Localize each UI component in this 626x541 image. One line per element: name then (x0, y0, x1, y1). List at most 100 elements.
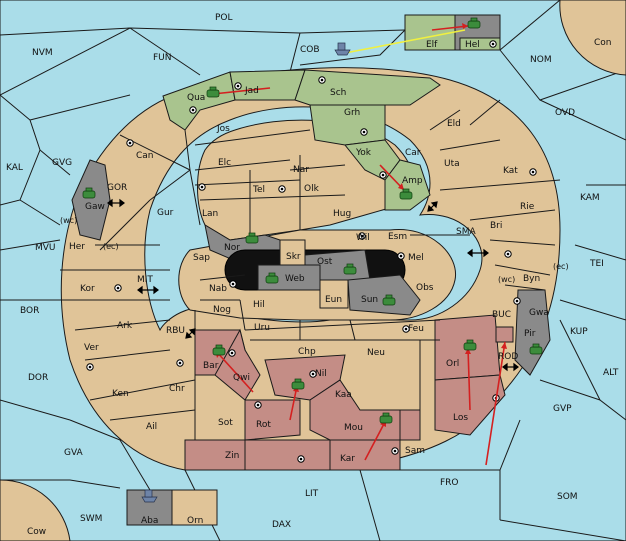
move-order (289, 385, 298, 421)
supply-center-icon (234, 82, 242, 90)
sea-label: KUP (570, 327, 588, 337)
province-label: Byn (523, 274, 540, 284)
sea-label: SOM (557, 492, 578, 502)
supply-center-icon (309, 370, 317, 378)
province-label: Nab (209, 284, 227, 294)
province-skr[interactable] (279, 239, 306, 266)
sea-label: (ec) (103, 242, 119, 251)
province-label: Her (69, 242, 85, 252)
province-mou[interactable] (309, 379, 421, 441)
army-icon[interactable] (529, 343, 543, 355)
sea-label: (wc) (498, 275, 515, 284)
province-label: Web (285, 274, 305, 284)
province-label: Gaw (85, 202, 105, 212)
supply-center-icon (126, 139, 134, 147)
fleet-icon[interactable] (334, 42, 351, 56)
supply-center-icon (176, 359, 184, 367)
army-icon[interactable] (379, 412, 393, 424)
supply-center-icon (198, 183, 206, 191)
double-arrow-icon (137, 285, 159, 295)
province-label: Ken (112, 389, 129, 399)
province-label: Qua (187, 93, 205, 103)
sea-label: GVA (64, 448, 84, 458)
supply-center-icon (391, 447, 399, 455)
province-label: Kor (80, 284, 95, 294)
province-label: Nor (224, 243, 240, 253)
province-sun[interactable] (347, 274, 421, 316)
sea-label: KAM (580, 193, 600, 203)
fleet-icon[interactable] (141, 489, 158, 503)
province-label: Rot (256, 420, 271, 430)
sea-label: BUC (492, 310, 511, 320)
army-icon[interactable] (291, 378, 305, 390)
double-arrow-icon (427, 201, 438, 212)
army-icon[interactable] (206, 86, 220, 98)
province-label: Nog (213, 305, 231, 315)
sea-label: RBU (166, 326, 185, 336)
province-label: Jad (244, 86, 259, 96)
army-icon[interactable] (265, 272, 279, 284)
province-qwi[interactable] (214, 328, 261, 401)
province-label: Wil (356, 233, 370, 243)
army-icon[interactable] (343, 263, 357, 275)
province-label: Chr (169, 384, 185, 394)
sea-label: BOR (20, 306, 39, 316)
province-label: Kaa (335, 390, 352, 400)
army-icon[interactable] (463, 339, 477, 351)
province-label: Mou (344, 423, 363, 433)
province-label: Nar (293, 165, 309, 175)
sea-label: FUN (153, 53, 172, 63)
province-label: Uta (444, 159, 460, 169)
province-label: Ail (146, 422, 157, 432)
province-con-corner[interactable] (559, 0, 626, 76)
supply-center-icon (402, 325, 410, 333)
sea-label: COB (300, 45, 320, 55)
province-orn[interactable] (171, 489, 218, 526)
army-icon[interactable] (399, 188, 413, 200)
double-arrow-icon (467, 248, 489, 258)
move-order (485, 341, 506, 466)
province-gaw[interactable] (71, 159, 111, 241)
province-label: Obs (416, 283, 434, 293)
province-label: Rie (520, 202, 535, 212)
province-label: Chp (298, 347, 316, 357)
province-rot[interactable] (244, 399, 301, 441)
province-label: Elc (218, 158, 231, 168)
army-icon[interactable] (467, 17, 481, 29)
province-label: Qwi (233, 373, 250, 383)
province-cow-corner[interactable] (0, 479, 71, 541)
supply-center-icon (397, 252, 405, 260)
sea-label: GOR (107, 183, 127, 193)
province-label: Los (453, 413, 468, 423)
army-icon[interactable] (212, 344, 226, 356)
province-label: Aba (141, 516, 158, 526)
army-icon[interactable] (245, 232, 259, 244)
province-label: Pir (524, 329, 536, 339)
move-order (431, 25, 469, 31)
province-label: Car (405, 148, 421, 158)
sea-label: Cow (27, 527, 46, 537)
province-buc-fleet[interactable] (495, 326, 514, 343)
sea-label: POL (215, 13, 233, 23)
sea-label: OVD (555, 108, 575, 118)
province-zin[interactable] (184, 439, 331, 471)
sea-label: ALT (603, 368, 619, 378)
sea-label: NVM (32, 48, 53, 58)
province-label: Yok (355, 148, 372, 158)
support-order (344, 29, 466, 54)
supply-center-icon (229, 280, 237, 288)
province-eun[interactable] (319, 279, 349, 309)
province-label: Esm (388, 232, 407, 242)
sea-label: (wc) (60, 216, 77, 225)
move-order (214, 349, 254, 393)
province-label: Skr (286, 252, 301, 262)
army-icon[interactable] (382, 294, 396, 306)
supply-center-icon (358, 232, 366, 240)
supply-center-icon (529, 168, 537, 176)
province-amp[interactable] (384, 159, 431, 211)
army-icon[interactable] (82, 187, 96, 199)
supply-center-icon (254, 401, 262, 409)
province-sch[interactable] (294, 69, 441, 106)
